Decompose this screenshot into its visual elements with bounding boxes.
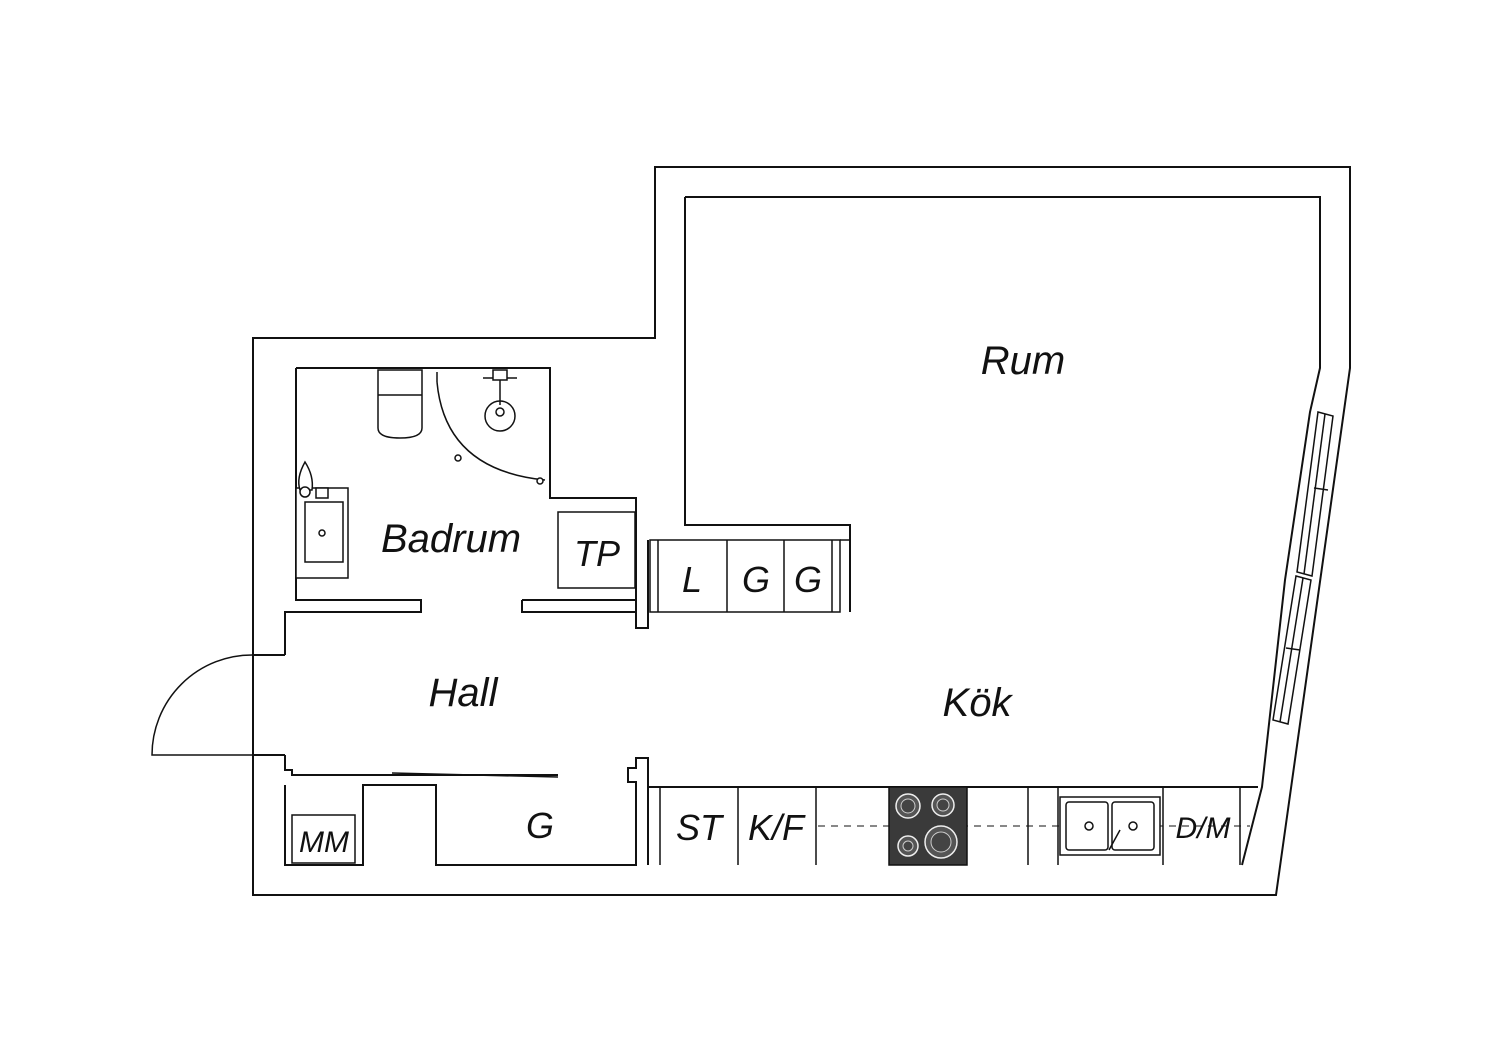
tp-label: TP: [574, 533, 620, 574]
rum-outline: [684, 196, 1321, 866]
mm-label: MM: [299, 826, 349, 859]
cooktop-icon: [888, 786, 968, 866]
mm-fixture: MM: [291, 814, 356, 864]
wardrobe-1-label: G: [742, 559, 770, 600]
window-upper: [1296, 411, 1334, 577]
wardrobe-2-label: G: [794, 559, 822, 600]
linen-cabinet-label: L: [682, 559, 702, 600]
room-label-hall: Hall: [429, 671, 499, 715]
front-door: [151, 654, 285, 756]
shower-icon: [436, 369, 546, 485]
kitchen-sink-icon: [1059, 796, 1161, 856]
cabinet-row: L G G: [649, 539, 850, 613]
dm-label: D/M: [1176, 812, 1231, 845]
room-label-badrum: Badrum: [381, 517, 521, 561]
tp-fixture: TP: [557, 511, 636, 589]
bathroom-sink-icon: [295, 460, 349, 579]
toilet-icon: [377, 369, 423, 439]
st-label: ST: [676, 807, 725, 848]
hall-wardrobe-label: G: [526, 805, 554, 846]
kf-label: K/F: [748, 807, 806, 848]
hall-lower-walls: [284, 755, 649, 866]
window-lower: [1272, 575, 1312, 725]
room-label-kok: Kök: [943, 681, 1014, 725]
outer-walls: [252, 166, 1351, 896]
room-label-rum: Rum: [981, 339, 1065, 383]
